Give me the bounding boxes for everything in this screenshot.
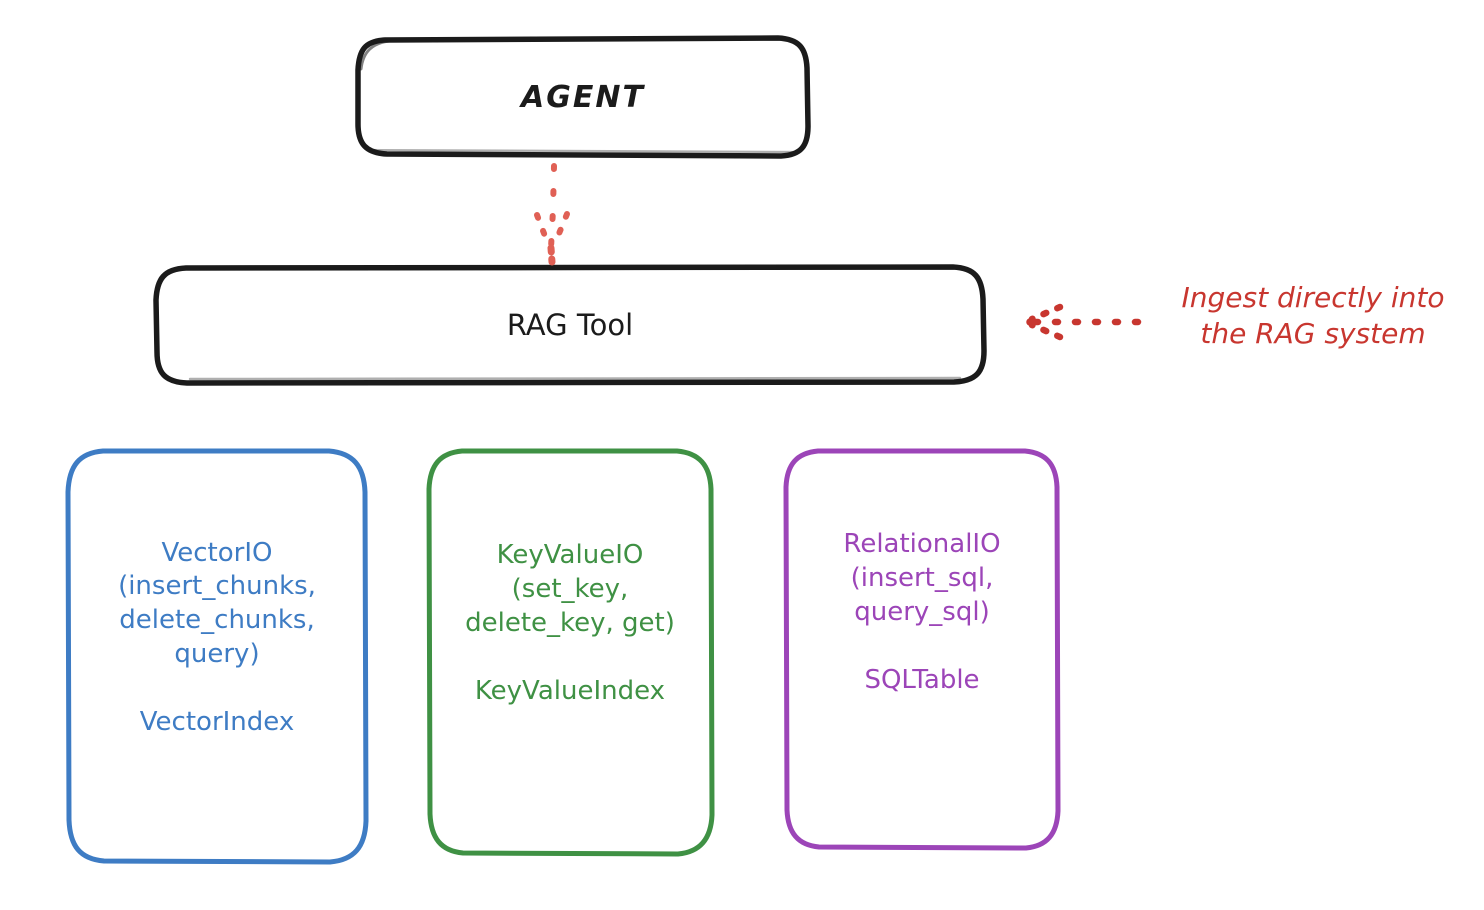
agent-node-shape[interactable] — [355, 35, 811, 159]
keyvalue-node-shape[interactable] — [426, 448, 715, 857]
ingest-to-rag-connector — [1022, 303, 1142, 341]
agent-to-rag-connector — [534, 163, 570, 266]
relational-node-shape[interactable] — [783, 448, 1061, 851]
rag-tool-node-shape[interactable] — [153, 264, 987, 386]
vector-node-shape[interactable] — [65, 448, 369, 865]
